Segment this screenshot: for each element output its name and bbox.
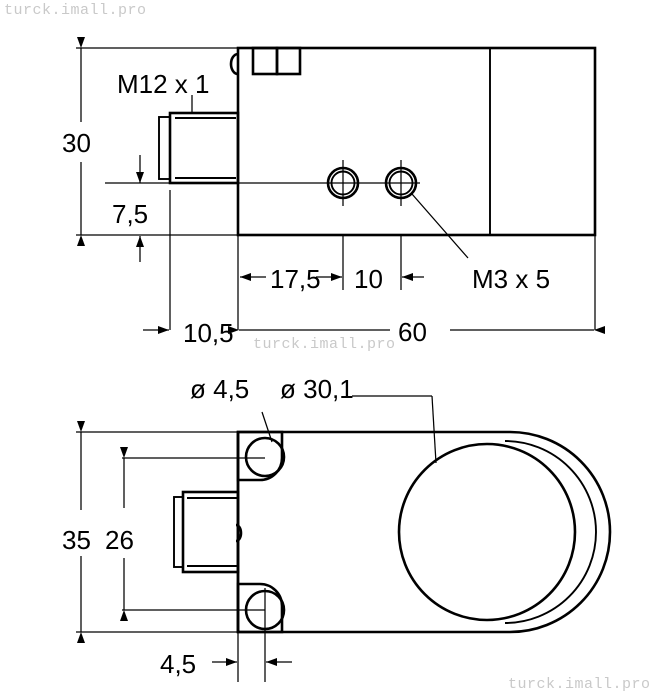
label-length-60: 60 <box>398 317 427 347</box>
label-offset-75: 7,5 <box>112 199 148 229</box>
top-view-dimensions <box>76 421 292 682</box>
body-inner-contour-plan <box>504 440 597 624</box>
label-dia-45: ø 4,5 <box>190 374 249 404</box>
leader-dia-45 <box>261 411 273 443</box>
connector-body-side <box>168 111 240 185</box>
leader-m3 <box>411 193 469 259</box>
m3-hole-1 <box>326 160 360 206</box>
connector-collar-side <box>158 116 171 180</box>
label-dim-175: 17,5 <box>270 264 321 294</box>
label-dia-301: ø 30,1 <box>280 374 354 404</box>
label-pitch-26: 26 <box>105 525 134 555</box>
label-offset-105: 10,5 <box>183 318 234 348</box>
label-m12-thread: M12 x 1 <box>117 69 210 99</box>
side-view-dimensions <box>76 37 605 334</box>
label-height-30: 30 <box>62 128 91 158</box>
mounting-hole-upper <box>244 436 286 478</box>
m3-hole-2 <box>384 160 418 206</box>
label-dim-10: 10 <box>354 264 383 294</box>
notch-rect-left <box>251 46 279 76</box>
connector-body-plan <box>181 490 240 574</box>
label-m3-screw: M3 x 5 <box>472 264 550 294</box>
connector-collar-plan <box>173 496 184 568</box>
notch-arc <box>229 52 239 76</box>
label-width-35: 35 <box>62 525 91 555</box>
watermark-middle: turck.imall.pro <box>253 336 396 353</box>
notch-rect-right <box>275 46 302 76</box>
side-view-geometry <box>105 46 597 259</box>
label-edge-45: 4,5 <box>160 649 196 679</box>
mounting-lug-lower <box>236 582 284 634</box>
leader-dia-301-slant <box>431 395 437 464</box>
sensing-face-circle <box>397 442 577 622</box>
watermark-top: turck.imall.pro <box>4 2 147 19</box>
body-outline-plan <box>236 430 612 634</box>
body-outline-side <box>236 46 597 237</box>
connector-seal-nub <box>235 523 243 543</box>
top-view-geometry <box>173 395 612 634</box>
watermark-bottom: turck.imall.pro <box>508 676 651 693</box>
